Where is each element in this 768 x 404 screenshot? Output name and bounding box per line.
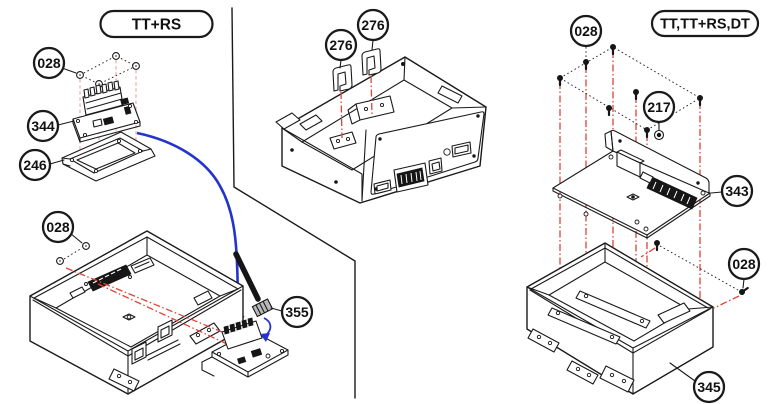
- callout-276-b: 276: [356, 8, 390, 51]
- guide-lines-red-left: [65, 267, 241, 351]
- callout-028-right-top: 028: [569, 14, 603, 48]
- clamp-276-b: [361, 48, 382, 76]
- chassis-345: [526, 242, 714, 395]
- guide-lines-red-middle: [340, 75, 373, 139]
- callout-028-left-top-num: 028: [37, 55, 61, 71]
- mounting-screws-028-chassis: [56, 242, 90, 265]
- screw-pattern-outline: [78, 55, 138, 85]
- small-pcb: [201, 317, 289, 378]
- floor-clips: [131, 319, 181, 365]
- floor-rails: [547, 290, 651, 345]
- standoff-217: [653, 129, 665, 141]
- chassis-left-body: [29, 230, 244, 395]
- pcb-343: [552, 129, 711, 239]
- assembly-tt-rs: TT+RS: [18, 9, 245, 331]
- bracket-246: [61, 131, 156, 182]
- callout-344-num: 344: [31, 118, 55, 134]
- callout-028-left-top: 028: [32, 46, 77, 80]
- callout-246: 246: [18, 148, 65, 182]
- chassis-middle: [275, 56, 487, 204]
- mounting-screws-028-top: [76, 52, 140, 88]
- callout-355-num: 355: [285, 304, 309, 320]
- chassis-left-side-connector: [193, 290, 213, 306]
- terminal-block-teeth: [83, 80, 120, 99]
- callout-028-right-top-num: 028: [574, 23, 598, 39]
- callout-343: 343: [710, 174, 754, 208]
- rear-panel: [370, 111, 485, 195]
- chassis-345-feet: [527, 328, 635, 393]
- callout-345-num: 345: [697, 379, 721, 395]
- callout-276-a: 276: [324, 28, 358, 69]
- callout-343-num: 343: [725, 183, 749, 199]
- interface-pcb-and-cable-355: 355: [201, 251, 314, 378]
- section-label-left-text: TT+RS: [132, 17, 182, 34]
- assembly-middle-rear: 276 276: [275, 8, 487, 204]
- corner-bracket: [657, 302, 691, 324]
- floor-brackets: [329, 95, 395, 150]
- callout-345: 345: [669, 362, 726, 404]
- callout-246-num: 246: [23, 157, 47, 173]
- callout-217-num: 217: [647, 99, 671, 115]
- section-label-right: TT,TT+RS,DT: [650, 9, 760, 38]
- callout-028-left-chassis-num: 028: [46, 219, 70, 235]
- callout-355: 355: [270, 295, 314, 329]
- callout-028-right-side: 028: [727, 247, 761, 289]
- section-label-left: TT+RS: [99, 9, 214, 39]
- small-pcb-terminal-teeth: [223, 317, 254, 335]
- plug-direction-arrow: [260, 317, 272, 342]
- section-label-right-text: TT,TT+RS,DT: [660, 17, 750, 33]
- callout-276-b-num: 276: [361, 17, 385, 33]
- chassis-left: 028: [29, 210, 244, 395]
- section-divider-line: [231, 7, 356, 399]
- pcb-344: [72, 80, 141, 143]
- assembly-tt-ttrs-dt: TT,TT+RS,DT: [526, 9, 761, 404]
- callout-344: 344: [26, 109, 75, 143]
- screw-pattern-outline-right: [559, 46, 701, 131]
- callout-028-right-side-num: 028: [732, 256, 756, 272]
- callout-276-a-num: 276: [329, 37, 353, 53]
- clamp-276-a: [332, 64, 353, 92]
- callout-028-left-chassis: 028: [41, 210, 83, 244]
- callout-217: 217: [642, 90, 676, 131]
- cable-355: [233, 251, 274, 318]
